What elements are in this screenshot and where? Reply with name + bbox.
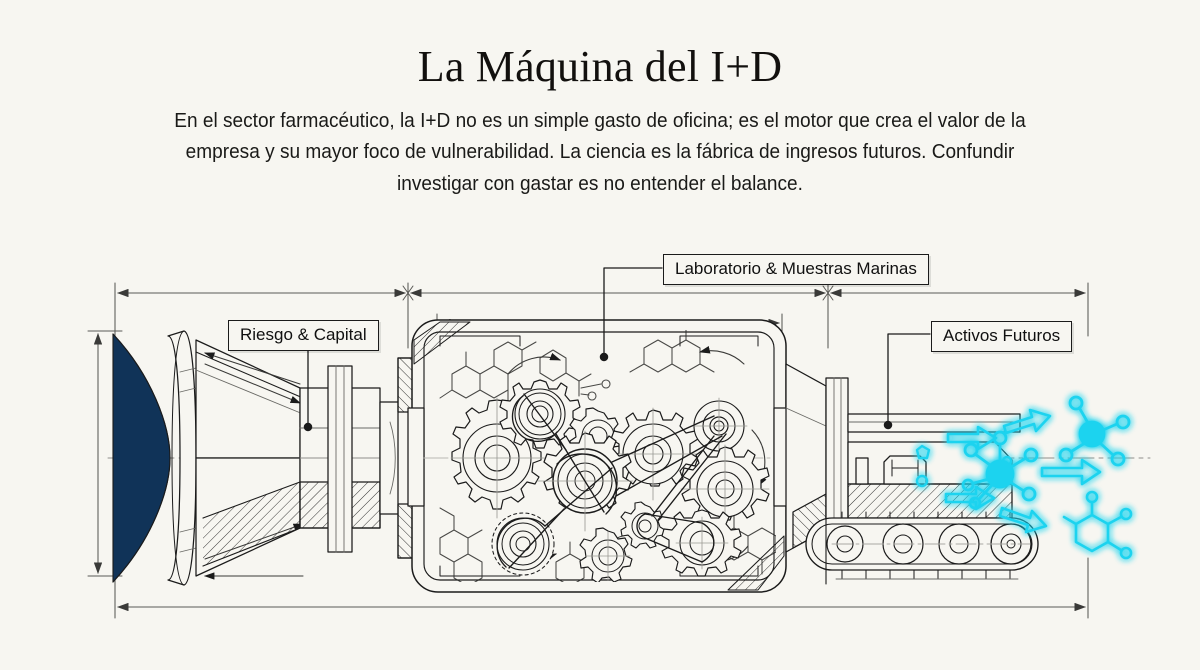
header-block: La Máquina del I+D En el sector farmacéu… [0, 0, 1200, 199]
callout-leader-lines [303, 267, 931, 432]
gear-lower-right [661, 509, 742, 577]
pulley-lower-left [491, 512, 555, 576]
intake-cone [195, 339, 304, 580]
callout-label-riesgo-capital[interactable]: Riesgo & Capital [228, 320, 379, 352]
molecule-particles [915, 444, 1013, 488]
output-molecules-cyan [915, 395, 1133, 560]
intake-shaft [299, 357, 425, 559]
molecule-central [961, 430, 1039, 510]
machine-blueprint-diagram [0, 236, 1200, 670]
flow-arrow-upper-left [946, 425, 998, 451]
drive-belts [496, 393, 727, 569]
pulley-top-right [690, 397, 748, 455]
molecule-upper-right [1058, 395, 1131, 467]
flow-arrow-lower-right [998, 506, 1048, 534]
molecule-hexagon-ring [1062, 490, 1133, 560]
gear-train [450, 379, 770, 582]
flow-arrow-upper-right [1002, 408, 1052, 435]
callout-label-laboratorio-muestras[interactable]: Laboratorio & Muestras Marinas [663, 254, 929, 286]
intake-flange-ring [167, 330, 197, 586]
flow-arrow-lower-left [944, 485, 996, 511]
flow-arrow-main-right [1040, 458, 1102, 486]
gear-small-bottom-center [579, 527, 633, 582]
callout-text: Laboratorio & Muestras Marinas [675, 259, 917, 278]
callout-label-activos-futuros[interactable]: Activos Futuros [931, 321, 1073, 353]
page-title: La Máquina del I+D [417, 42, 783, 91]
page-subtitle: En el sector farmacéutico, la I+D no es … [174, 109, 1026, 195]
gear-medium-right [680, 444, 770, 534]
output-conveyor [805, 511, 1039, 580]
callout-text: Riesgo & Capital [240, 325, 367, 344]
gear-medium-upper-right [608, 407, 699, 501]
intake-funnel [112, 333, 171, 583]
callout-text: Activos Futuros [943, 326, 1061, 345]
molecule-structures-background [439, 330, 776, 582]
